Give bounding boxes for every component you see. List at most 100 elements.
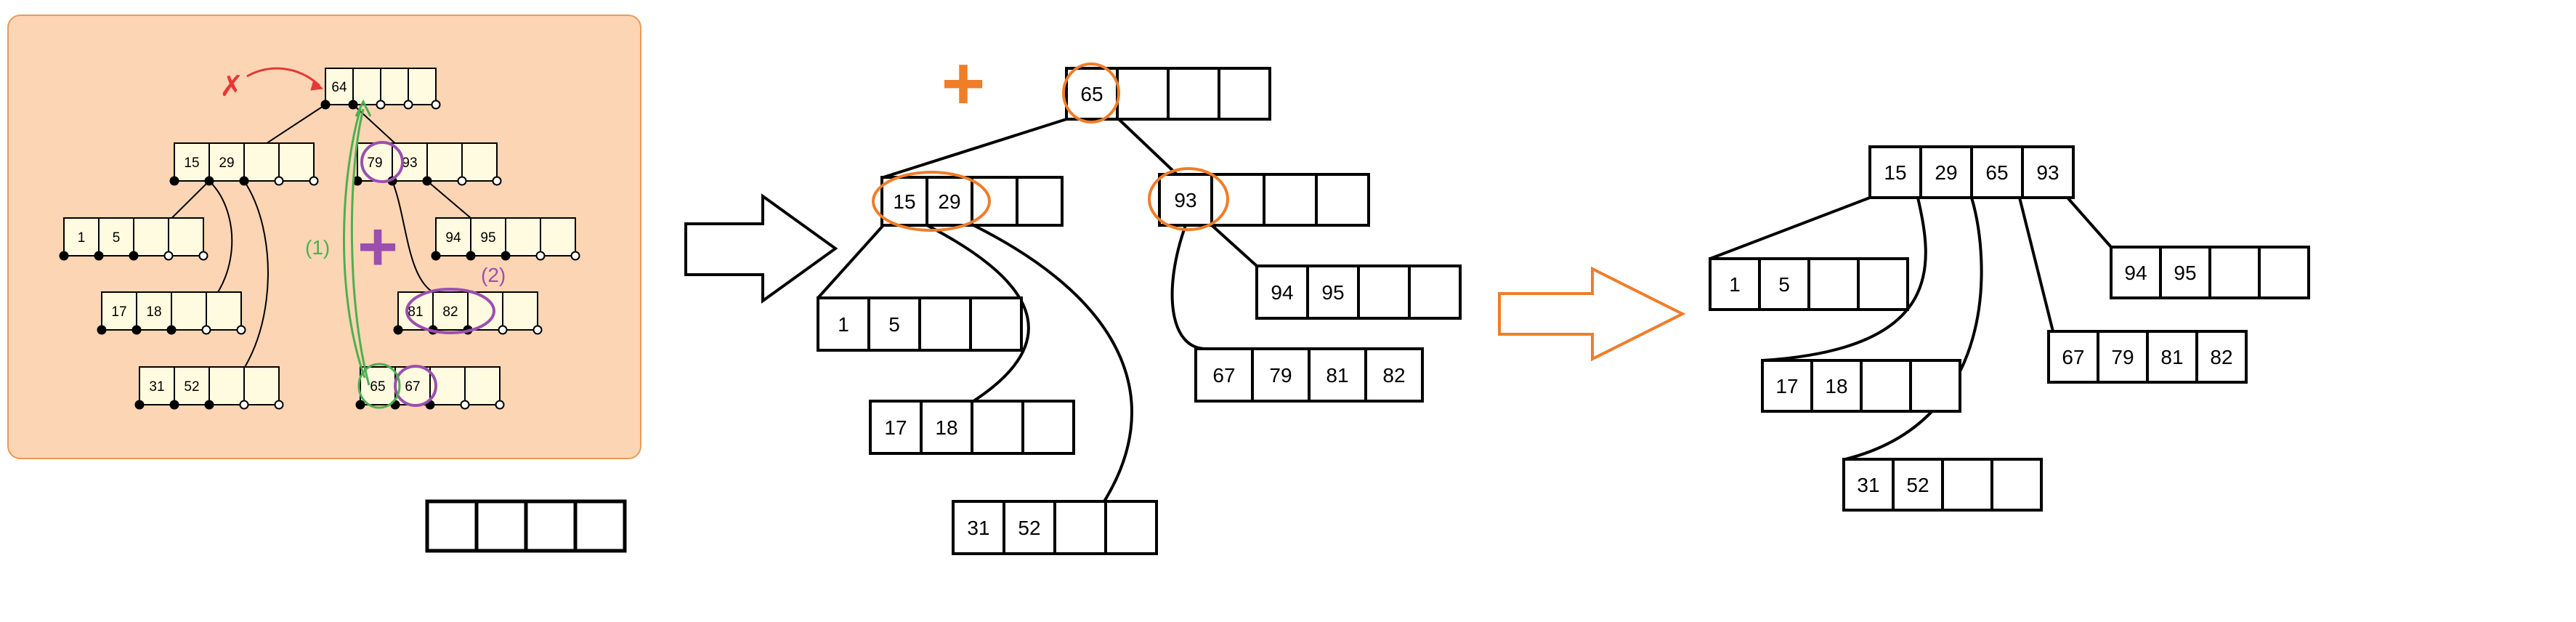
child-pointer [376, 100, 386, 110]
node-key: 31 [967, 517, 989, 539]
node-cell [352, 68, 381, 105]
child-pointer [320, 100, 331, 110]
tree-edge [2066, 196, 2113, 249]
node-key: 1 [78, 230, 86, 246]
node-cell [432, 291, 469, 331]
node-cell [1218, 67, 1271, 121]
node-key: 81 [1326, 364, 1348, 387]
node-key: 79 [367, 156, 382, 171]
node-key: 93 [1174, 189, 1196, 211]
node-key: 94 [445, 230, 461, 246]
step-1-label: (1) [305, 236, 330, 259]
node-cell [1357, 264, 1411, 320]
node-key: 5 [888, 313, 900, 336]
child-pointer [431, 100, 441, 110]
transition-arrow-2 [1498, 266, 1686, 362]
node-cell [425, 499, 479, 553]
node-cell [2110, 246, 2162, 299]
node-cell [2047, 330, 2099, 384]
node-cell [208, 142, 245, 182]
node-cell [1053, 500, 1107, 555]
node-cell [474, 499, 528, 553]
node-cell [1842, 458, 1895, 512]
btree-node: 94 95 [431, 217, 580, 261]
step-2-label: (2) [481, 264, 506, 286]
node-key: 52 [1018, 517, 1040, 539]
node-cell [63, 217, 100, 257]
orange-circle-93 [1148, 167, 1229, 231]
child-pointer [236, 325, 246, 335]
node-cell [380, 68, 409, 105]
btree-node [425, 499, 627, 553]
node-key: 94 [2124, 262, 2147, 284]
tree-edge [883, 118, 1067, 179]
child-pointer [94, 251, 104, 261]
child-pointer [309, 176, 319, 186]
node-cell [461, 142, 498, 182]
delete-cross-mark: ✗ [219, 70, 244, 102]
node-cell [1104, 500, 1158, 555]
child-pointer [204, 176, 214, 186]
node-cell [136, 291, 172, 331]
child-pointer [393, 325, 403, 335]
node-cell [2097, 330, 2149, 384]
node-cell [435, 217, 471, 257]
orange-circle-15-29 [872, 171, 991, 232]
child-pointer [431, 251, 441, 261]
green-arrowhead [355, 99, 372, 117]
child-pointer [495, 400, 505, 410]
node-cell [540, 217, 576, 257]
node-key: 17 [884, 416, 907, 439]
node-cell [1315, 173, 1370, 227]
node-cell [171, 291, 207, 331]
child-pointer [134, 400, 145, 410]
node-cell [1003, 500, 1056, 555]
node-cell [1810, 359, 1863, 413]
node-cell [133, 217, 169, 257]
child-pointer [274, 176, 284, 186]
child-pointer [129, 251, 139, 261]
node-cell [98, 217, 134, 257]
node-key: 95 [480, 230, 495, 246]
annotation-marks: ✗+(2)(1)+ [219, 41, 1686, 409]
node-key: 52 [184, 379, 199, 395]
red-arrow [246, 67, 321, 87]
child-pointer [498, 325, 508, 335]
node-cell [208, 366, 245, 405]
red-arrowhead [310, 79, 324, 91]
child-pointer [131, 325, 142, 335]
node-cell [1970, 145, 2024, 199]
node-cell [325, 68, 354, 105]
tree-edge [1117, 118, 1178, 176]
btree-node: 31 52 [952, 500, 1158, 555]
node-cell [1255, 264, 1309, 320]
node-cell [524, 499, 578, 553]
node-key: 29 [1935, 161, 1957, 184]
child-pointer [403, 100, 413, 110]
node-cell [1941, 458, 1993, 512]
child-pointer [457, 176, 467, 186]
tree-edge [973, 224, 1133, 503]
node-cell [1909, 359, 1961, 413]
child-pointer [501, 251, 511, 261]
node-cell [1364, 347, 1424, 403]
node-key: 94 [1271, 281, 1293, 304]
node-cell [1065, 67, 1119, 121]
transition-arrow-1 [684, 193, 838, 304]
node-key: 15 [893, 190, 915, 213]
node-key: 15 [184, 156, 199, 171]
tree-edge [926, 224, 1030, 403]
node-cell [464, 366, 501, 405]
node-cell [1807, 257, 1860, 311]
node-key: 18 [1825, 375, 1847, 397]
node-cell [1021, 400, 1075, 455]
node-cell [1868, 145, 1922, 199]
